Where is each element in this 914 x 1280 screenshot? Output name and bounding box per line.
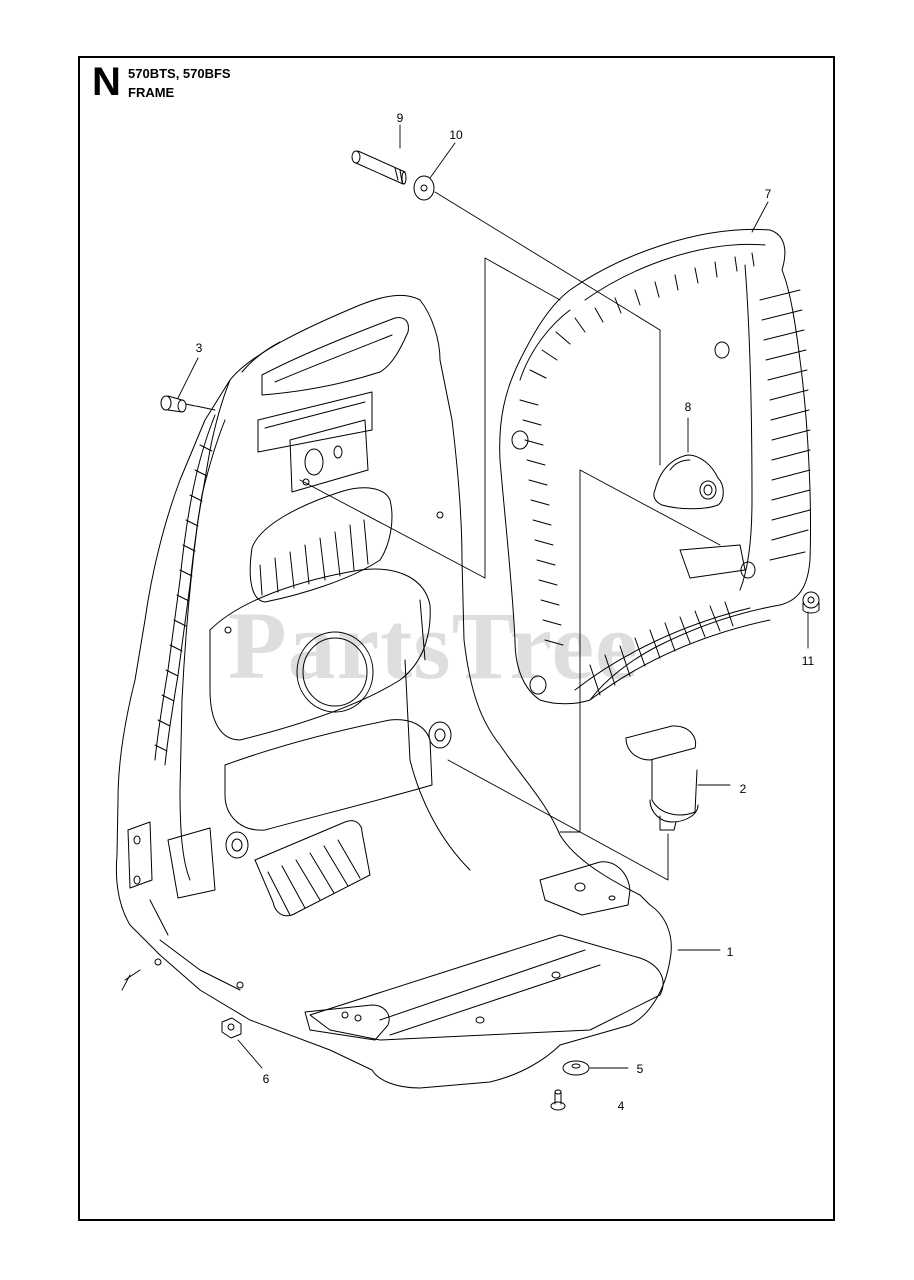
part-4-bolt[interactable]	[551, 1090, 565, 1110]
leader-lines	[122, 125, 808, 1068]
section-title: FRAME	[128, 85, 175, 100]
callout-1: 1	[726, 945, 734, 959]
callout-2: 2	[739, 782, 747, 796]
model-names: 570BTS, 570BFS	[128, 66, 231, 81]
callout-9: 9	[396, 111, 404, 125]
part-6-nut[interactable]	[222, 1018, 241, 1038]
part-11-nut[interactable]	[803, 592, 819, 613]
diagram-frame	[78, 56, 835, 1221]
callout-6: 6	[262, 1072, 270, 1086]
callout-10: 10	[449, 128, 463, 142]
watermark-logo: PartsTree	[228, 592, 639, 699]
callout-3: 3	[195, 341, 203, 355]
part-2-rubber-cap[interactable]	[626, 726, 698, 830]
callout-5: 5	[636, 1062, 644, 1076]
part-10-washer[interactable]	[414, 176, 434, 200]
part-3-screw[interactable]	[161, 396, 195, 412]
section-letter: N	[92, 60, 121, 104]
part-8-rubber-damper[interactable]	[654, 455, 723, 509]
part-9-bolt[interactable]	[352, 151, 406, 184]
part-7-rear-guard[interactable]	[500, 229, 811, 703]
part-1-frame-body[interactable]	[116, 295, 671, 1088]
callout-11: 11	[801, 654, 815, 668]
part-5-washer[interactable]	[563, 1061, 589, 1075]
callout-8: 8	[684, 400, 692, 414]
callout-7: 7	[764, 187, 772, 201]
callout-4: 4	[617, 1099, 625, 1113]
